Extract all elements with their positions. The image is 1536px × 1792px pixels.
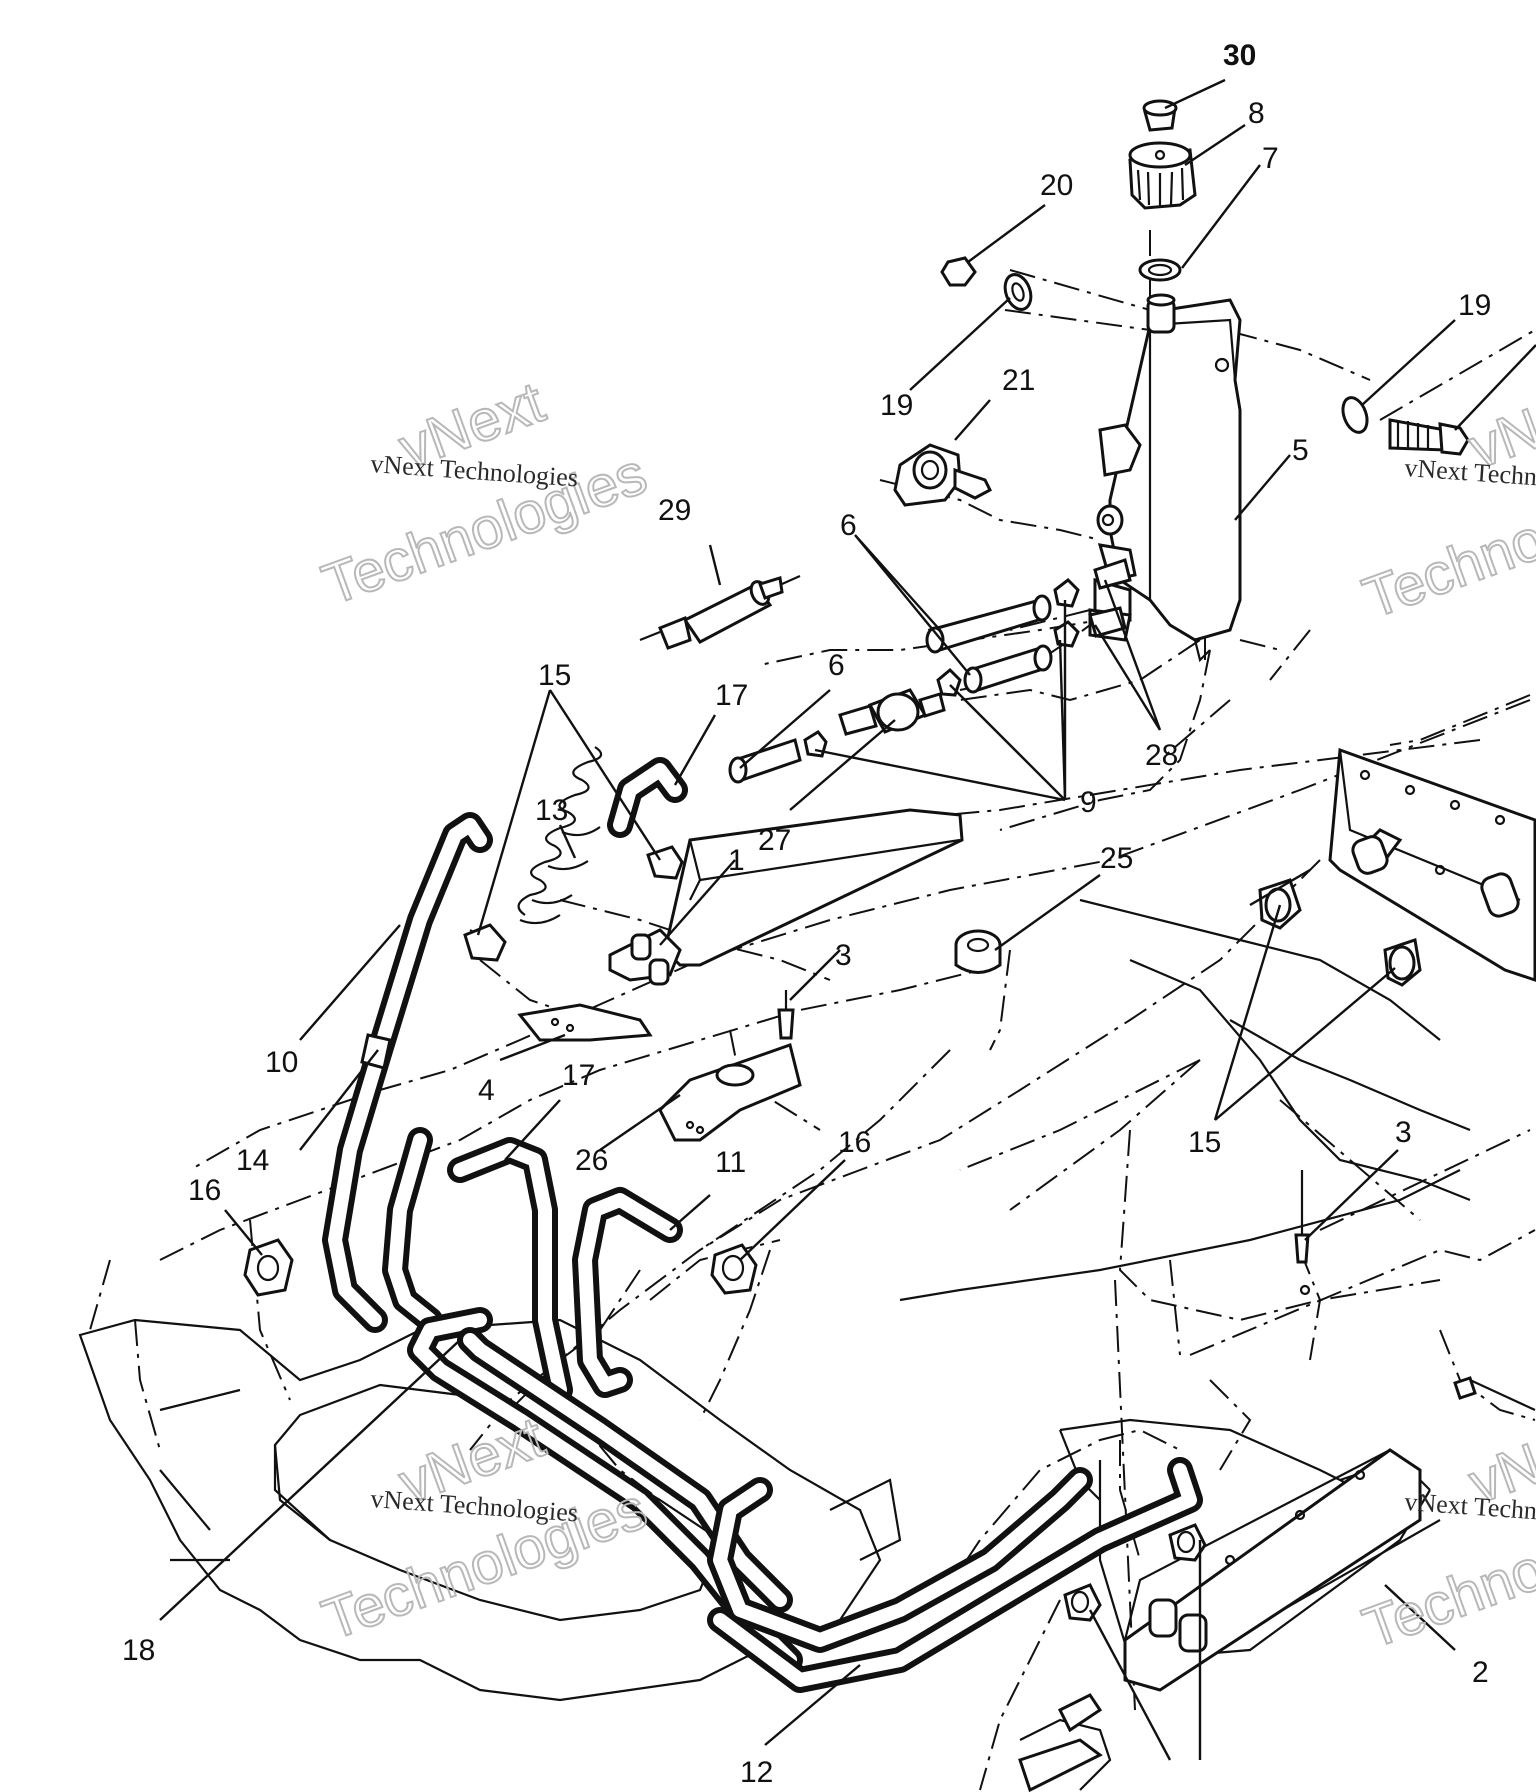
callout-27: 27 — [758, 824, 791, 857]
spring-13 — [517, 746, 603, 925]
callout-12: 12 — [740, 1756, 773, 1789]
callout-15: 15 — [538, 659, 571, 692]
washer-19-right — [1341, 396, 1369, 434]
callout-16: 16 — [838, 1126, 871, 1159]
callout-26: 26 — [575, 1144, 608, 1177]
callout-labels: 30 8 7 20 19 19 21 5 29 6 6 28 9 27 15 1… — [122, 39, 1491, 1789]
hose-17-upper — [607, 757, 688, 838]
callout-9: 9 — [1080, 786, 1097, 819]
callout-16: 16 — [188, 1174, 221, 1207]
callout-25: 25 — [1100, 842, 1133, 875]
callout-10: 10 — [265, 1046, 298, 1079]
callout-14: 14 — [236, 1144, 269, 1177]
callout-1: 1 — [728, 844, 745, 877]
callout-4: 4 — [478, 1074, 495, 1107]
mount-bolt-right — [1388, 418, 1470, 456]
clamps-15-left — [463, 845, 684, 962]
hose-second — [382, 1127, 443, 1333]
callout-29: 29 — [658, 494, 691, 527]
callout-2: 2 — [1472, 1656, 1489, 1689]
o-ring — [1138, 258, 1182, 282]
filler-cap — [1128, 141, 1197, 210]
bolt-20 — [940, 256, 977, 287]
clamp-16-right — [710, 1243, 758, 1295]
check-valve — [838, 688, 946, 736]
hose-18b — [457, 1327, 793, 1613]
watermark-group-3: vNext Technologies vNext Technologies — [1354, 368, 1536, 632]
callout-21: 21 — [1002, 364, 1035, 397]
callout-6: 6 — [828, 649, 845, 682]
callout-17: 17 — [562, 1059, 595, 1092]
cap-insert — [1142, 99, 1178, 132]
shim-plate-4 — [517, 1003, 653, 1042]
leader-lines — [159, 78, 1536, 1761]
watermark-group-1: vNext Technologies vNext Technologies — [313, 368, 655, 618]
bracket-26 — [658, 1043, 802, 1142]
callout-28: 28 — [1145, 739, 1178, 772]
callout-13: 13 — [535, 794, 568, 827]
callout-8: 8 — [1248, 97, 1265, 130]
watermark-small: vNext Technologies — [370, 1484, 579, 1527]
callout-3: 3 — [835, 939, 852, 972]
hose-11 — [572, 1187, 683, 1398]
coolant-reservoir — [1088, 293, 1242, 663]
channel-mount-1 — [608, 808, 964, 986]
callout-19: 19 — [880, 389, 913, 422]
hose-12 — [707, 1457, 1203, 1693]
callout-5: 5 — [1292, 434, 1309, 467]
callout-6: 6 — [840, 509, 857, 542]
washer-19-left — [1003, 273, 1033, 311]
callout-20: 20 — [1040, 169, 1073, 202]
hose-6-upper — [925, 594, 1053, 694]
bracket-plate-upper — [1328, 747, 1536, 982]
callout-3: 3 — [1395, 1116, 1412, 1149]
callout-30: 30 — [1223, 39, 1256, 72]
callout-17: 17 — [715, 679, 748, 712]
callout-7: 7 — [1262, 142, 1279, 175]
watermark-small: vNext Technologies — [370, 449, 579, 492]
callout-11: 11 — [715, 1146, 746, 1179]
inline-filter — [639, 574, 801, 650]
bracket-plate-2 — [1018, 1448, 1422, 1792]
right-rod — [1453, 1376, 1536, 1411]
rivet-3-left — [777, 990, 795, 1040]
callout-15: 15 — [1188, 1126, 1221, 1159]
grommet-25 — [954, 929, 1002, 974]
hose-6-lower — [728, 738, 802, 784]
callout-18: 18 — [122, 1634, 155, 1667]
hose-17-lower — [447, 1137, 573, 1403]
callout-19: 19 — [1458, 289, 1491, 322]
mount-bracket-21 — [893, 443, 992, 507]
clamp-16-left — [243, 1238, 294, 1297]
rivet-3-right — [1294, 1170, 1311, 1296]
